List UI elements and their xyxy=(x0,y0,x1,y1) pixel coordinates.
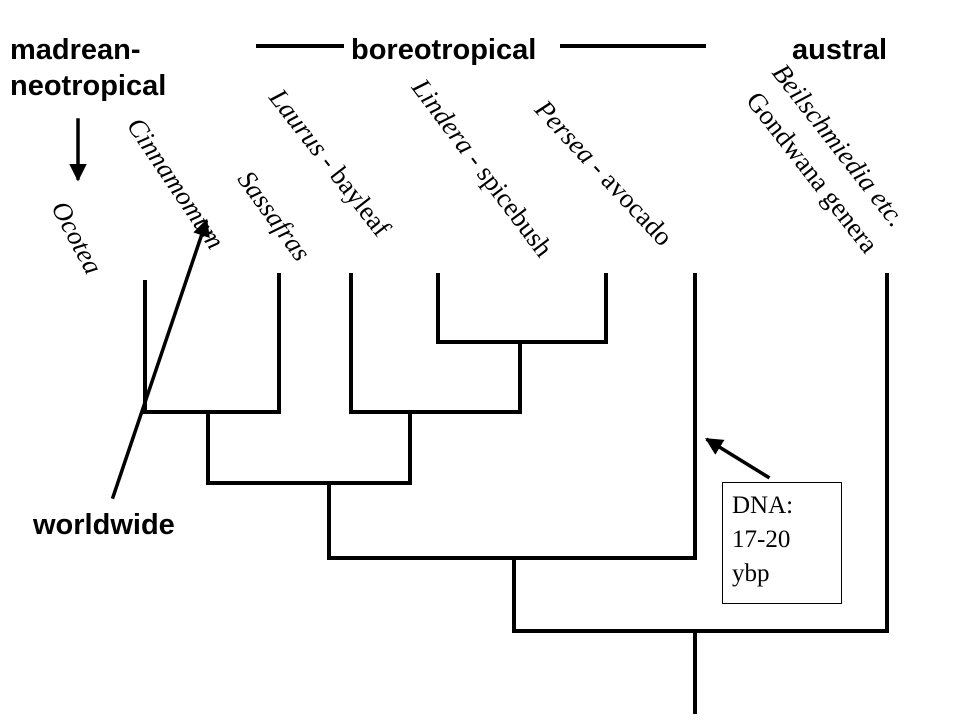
region-madrean-neotropical: madrean- neotropical xyxy=(10,34,167,102)
region-austral: austral xyxy=(792,34,888,66)
arrow-dna-to-node xyxy=(705,437,771,480)
dna-date-note: DNA: 17-20 ybp xyxy=(722,482,842,604)
region-boreotropical: boreotropical xyxy=(351,34,537,66)
region-worldwide: worldwide xyxy=(33,509,175,541)
arrow-worldwide-to-cinnamomum xyxy=(110,218,210,500)
